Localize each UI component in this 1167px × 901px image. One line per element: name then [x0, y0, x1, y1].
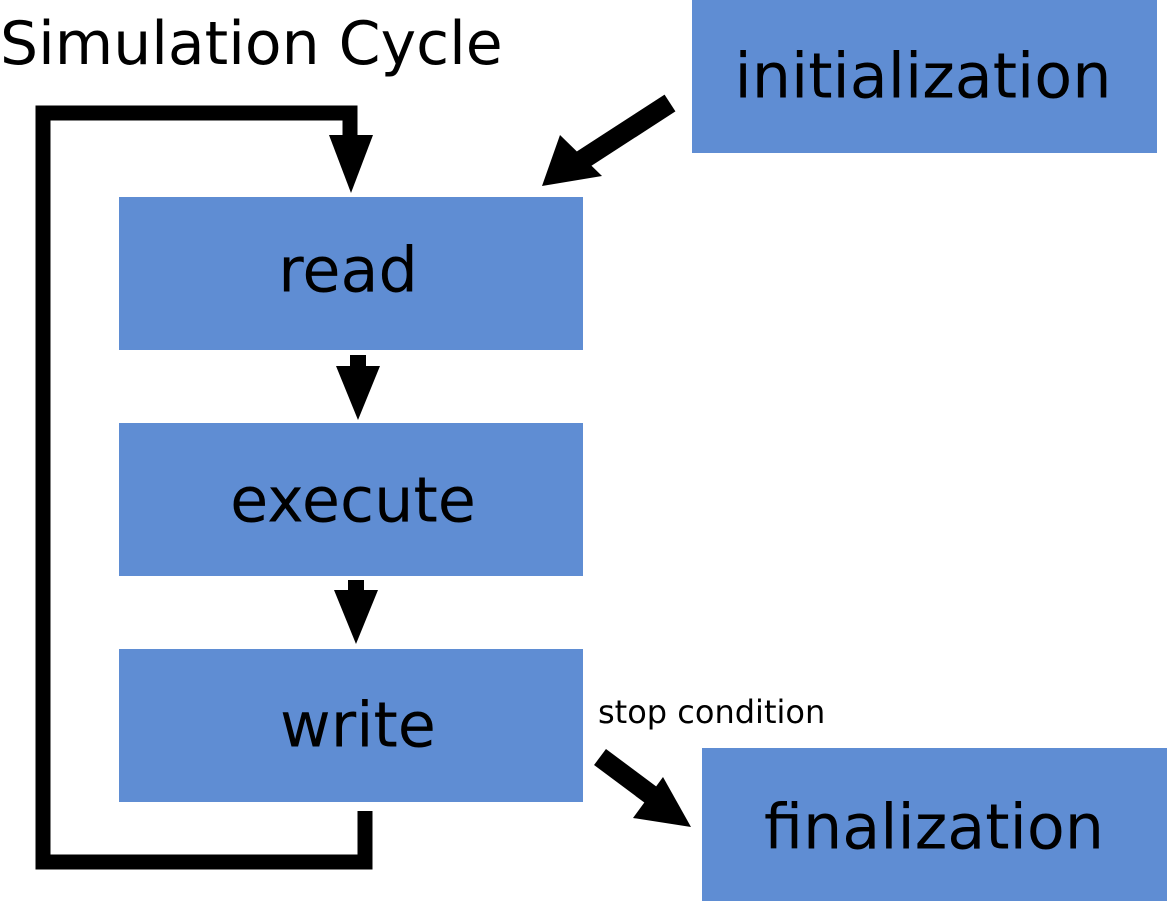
- arrowhead-icon: [633, 777, 691, 827]
- node-initialization-label: initialization: [734, 40, 1111, 113]
- diagram-title: Simulation Cycle: [0, 9, 503, 79]
- stop-condition-label: stop condition: [598, 693, 825, 731]
- edge-write-to-finalization: [594, 748, 691, 827]
- node-initialization-box: [692, 0, 1157, 153]
- arrowhead-icon: [329, 135, 373, 193]
- arrowhead-icon: [336, 366, 380, 420]
- edge-initialization-to-read-line: [576, 94, 676, 169]
- edge-execute-to-write: [334, 580, 378, 644]
- node-read-label: read: [278, 234, 418, 307]
- node-execute-label: execute: [230, 464, 476, 537]
- node-read: read: [119, 197, 583, 350]
- edge-write-to-finalization-line: [594, 748, 661, 807]
- node-write-label: write: [280, 689, 436, 762]
- node-execute-box: [119, 423, 583, 576]
- edge-write-to-read-line: [35, 105, 373, 870]
- node-initialization: initialization: [692, 0, 1157, 153]
- edge-read-to-execute: [336, 355, 380, 420]
- edge-write-to-read-loop: [35, 105, 373, 870]
- node-finalization: finalization: [702, 748, 1167, 901]
- arrowhead-icon: [542, 135, 602, 186]
- node-write: write: [119, 649, 583, 802]
- node-finalization-box: [702, 748, 1167, 901]
- node-read-box: [119, 197, 583, 350]
- edge-initialization-to-read: [542, 94, 676, 186]
- node-finalization-label: finalization: [764, 791, 1104, 864]
- arrowhead-icon: [334, 590, 378, 644]
- node-write-box: [119, 649, 583, 802]
- node-execute: execute: [119, 423, 583, 576]
